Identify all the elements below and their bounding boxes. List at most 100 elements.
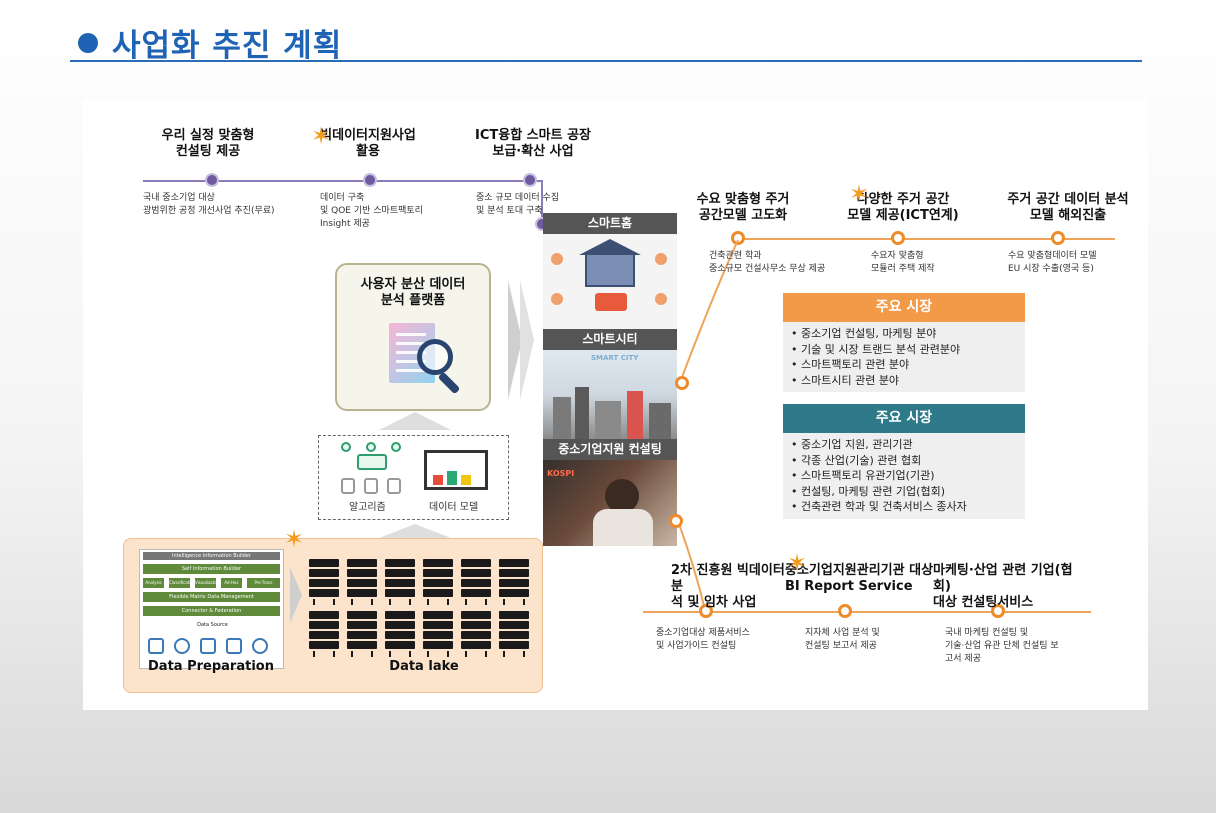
platform-title: 사용자 분산 데이터 분석 플랫폼 [360, 277, 466, 308]
algorithm-icon [357, 454, 387, 470]
bottom-item-1-desc: 중소기업대상 제품서비스 및 사업가이드 컨설팅 [656, 628, 750, 651]
server-icon [347, 641, 377, 649]
top-item-2-title: 빅데이터지원사업 활용 [320, 128, 416, 159]
builder-cell: Ad-Hoc [221, 578, 242, 588]
hadoop-icon [200, 638, 216, 654]
server-icon [347, 631, 377, 639]
server-icon [461, 641, 491, 649]
right-item-1-desc: 건축관련 학과 중소규모 건설사무소 무상 제공 [709, 251, 826, 274]
device-icon [655, 293, 667, 305]
major-market-title: 주요 시장 [783, 293, 1025, 322]
builder-title: Intelligence Information Builder [143, 552, 280, 560]
server-icon [461, 611, 491, 619]
top-node-3 [523, 173, 537, 187]
server-leg [409, 651, 411, 657]
algorithm-node-icon [391, 442, 401, 452]
top-item-2-desc: 데이터 구축 및 QOE 기반 스마트팩토리 Insight 제공 [320, 193, 423, 229]
sme-consulting-title: 중소기업지원 컨설팅 [543, 439, 677, 460]
algorithm-label: 알고리즘 [349, 502, 386, 513]
server-icon [499, 579, 529, 587]
house-roof-icon [579, 239, 641, 255]
right-item-2-desc: 수요자 맞춤형 모듈러 주택 제작 [871, 251, 935, 274]
server-icon [423, 621, 453, 629]
builder-cell: Visualization [195, 578, 220, 588]
server-icon [309, 559, 339, 567]
server-icon [385, 611, 415, 619]
phone-icon [595, 293, 627, 311]
top-node-2 [363, 173, 377, 187]
smart-city-panel: 스마트시티 SMART CITY [543, 329, 677, 439]
server-icon [461, 579, 491, 587]
server-leg [465, 651, 467, 657]
bottom-node-3 [991, 604, 1005, 618]
building-icon [553, 397, 571, 439]
page-header: 사업화 추진 계획 [70, 18, 1142, 64]
star-icon: ✶ [849, 180, 870, 208]
server-icon [347, 569, 377, 577]
top-item-1-desc: 국내 중소기업 대상 광범위한 공정 개선사업 추진(무료) [143, 193, 275, 216]
server-icon [309, 611, 339, 619]
server-leg [503, 599, 505, 605]
server-leg [371, 651, 373, 657]
builder-cell: Classification [169, 578, 195, 588]
server-leg [485, 599, 487, 605]
magnifier-handle [437, 371, 461, 395]
server-icon [423, 641, 453, 649]
server-icon [423, 611, 453, 619]
sme-consulting-panel: 중소기업지원 컨설팅 KOSPI [543, 439, 677, 546]
major-market-list: • 중소기업 지원, 관리기관 • 각종 산업(기술) 관련 협회 • 스마트팩… [783, 433, 1025, 519]
bottom-node-1 [699, 604, 713, 618]
server-leg [313, 651, 315, 657]
device-icon [551, 253, 563, 265]
server-leg [447, 651, 449, 657]
server-icon [385, 559, 415, 567]
server-leg [333, 651, 335, 657]
server-icon [385, 641, 415, 649]
arrow-chevron-icon [520, 280, 534, 400]
smart-home-title: 스마트홈 [543, 213, 677, 234]
server-icon [461, 631, 491, 639]
server-icon [309, 641, 339, 649]
server-icon [309, 579, 339, 587]
top-item-1-title: 우리 실정 맞춤형 컨설팅 제공 [161, 128, 255, 159]
server-leg [447, 599, 449, 605]
arrow-chevron-icon [508, 280, 522, 400]
top-timeline-line [143, 180, 543, 182]
server-leg [371, 599, 373, 605]
bottom-node-2 [838, 604, 852, 618]
bottom-item-3-title: 마케팅·산업 관련 기업(협회) 대상 컨설팅서비스 [933, 563, 1073, 610]
server-icon [385, 569, 415, 577]
server-icon [309, 631, 339, 639]
server-leg [503, 651, 505, 657]
star-icon: ✶ [311, 122, 332, 150]
bottom-item-2-desc: 지자체 사업 분석 및 컨설팅 보고서 제공 [805, 628, 880, 651]
connector-node [669, 514, 683, 528]
right-node-2 [891, 231, 905, 245]
server-icon [423, 631, 453, 639]
building-icon [627, 391, 643, 439]
server-leg [523, 599, 525, 605]
server-icon [385, 621, 415, 629]
data-lake-label: Data lake [389, 659, 459, 674]
server-leg [409, 599, 411, 605]
star-icon: ✶ [787, 549, 808, 577]
server-leg [427, 651, 429, 657]
building-icon [649, 403, 671, 439]
data-preparation-label: Data Preparation [148, 659, 274, 674]
right-timeline-line [735, 238, 1115, 240]
right-node-3 [1051, 231, 1065, 245]
server-icon [423, 589, 453, 597]
server-leg [465, 599, 467, 605]
smart-home-panel: 스마트홈 [543, 213, 677, 329]
intelligence-builder: Intelligence Information Builder Self In… [139, 549, 284, 669]
server-leg [333, 599, 335, 605]
server-leg [485, 651, 487, 657]
stock-board-caption: KOSPI [547, 469, 575, 478]
top-timeline-connector [541, 180, 543, 222]
file-icon [387, 478, 401, 494]
connector-node [675, 376, 689, 390]
major-market-box-1: 주요 시장 • 중소기업 컨설팅, 마케팅 분야 • 기술 및 시장 트랜드 분… [783, 293, 1025, 392]
server-leg [313, 599, 315, 605]
server-leg [351, 651, 353, 657]
connector-curve [678, 523, 706, 611]
